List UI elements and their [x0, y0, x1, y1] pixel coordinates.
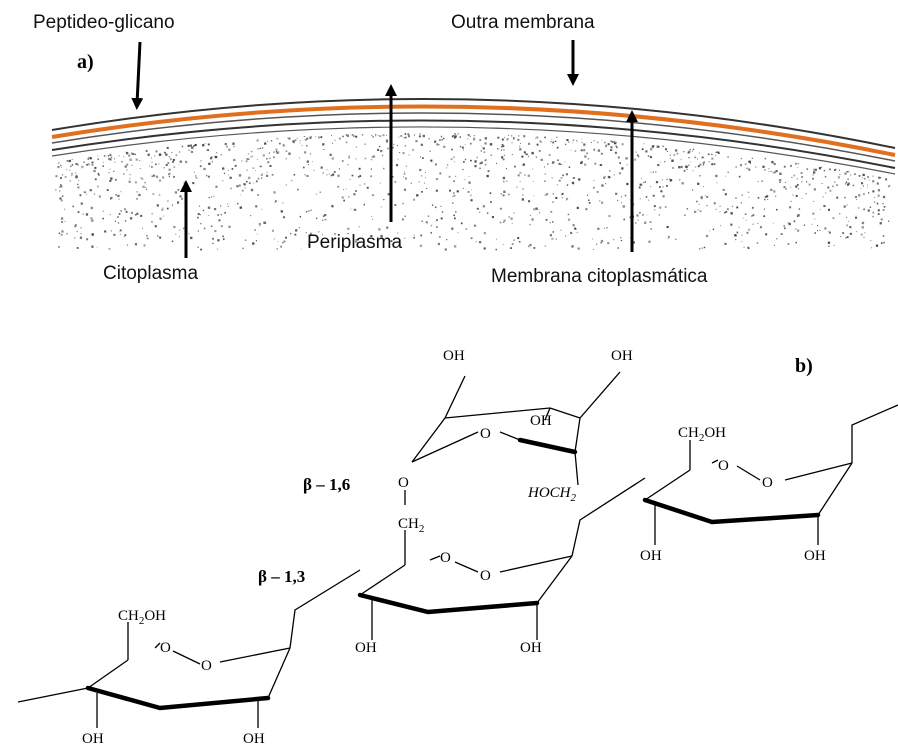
svg-text:O: O	[398, 475, 409, 491]
cytoplasm-stipple	[55, 133, 890, 250]
hoch2-label: HOCH2	[527, 485, 577, 504]
glucose-ring-1: O O CH2OH OH OH	[18, 570, 360, 747]
svg-text:OH: OH	[611, 348, 633, 364]
label-cytoplasm: Citoplasma	[103, 263, 198, 284]
label-outer-membrane: Outra membrana	[451, 12, 595, 33]
svg-text:O: O	[160, 640, 171, 656]
panel-a: a) Peptideo-glicano Outra membrana Perip…	[33, 12, 895, 287]
svg-text:OH: OH	[530, 413, 552, 429]
ch2oh-label-top: CH2OH	[678, 425, 726, 444]
svg-text:OH: OH	[520, 640, 542, 656]
panel-a-tag: a)	[77, 51, 94, 73]
svg-text:O: O	[480, 568, 491, 584]
ch2oh-label: CH2OH	[118, 608, 166, 627]
svg-text:OH: OH	[355, 640, 377, 656]
svg-text:OH: OH	[804, 548, 826, 564]
svg-text:O: O	[201, 658, 212, 674]
svg-text:OH: OH	[82, 731, 104, 747]
svg-text:O: O	[440, 550, 451, 566]
linkage-beta-1-3: β – 1,3	[258, 567, 305, 586]
glucose-ring-4: O O CH2OH OH OH	[640, 405, 898, 564]
svg-text:O: O	[762, 475, 773, 491]
svg-text:OH: OH	[243, 731, 265, 747]
panel-b-tag: b)	[795, 355, 813, 377]
linkage-beta-1-6: β – 1,6	[303, 475, 350, 494]
svg-text:O: O	[718, 458, 729, 474]
svg-text:OH: OH	[443, 348, 465, 364]
glucose-ring-3: OH OH OH O HOCH2	[412, 348, 633, 504]
glucose-ring-2: O O CH2 OH OH O	[355, 475, 645, 656]
peptidoglycan-arrow	[137, 42, 140, 104]
label-cytoplasmic-membrane: Membrana citoplasmática	[491, 266, 708, 287]
panel-b: b) O O CH2OH OH OH	[18, 348, 898, 747]
svg-text:OH: OH	[640, 548, 662, 564]
svg-text:O: O	[480, 426, 491, 442]
label-periplasm: Periplasma	[307, 232, 402, 253]
label-peptidoglycan: Peptideo-glicano	[33, 12, 175, 33]
ch2-label: CH2	[398, 516, 424, 535]
